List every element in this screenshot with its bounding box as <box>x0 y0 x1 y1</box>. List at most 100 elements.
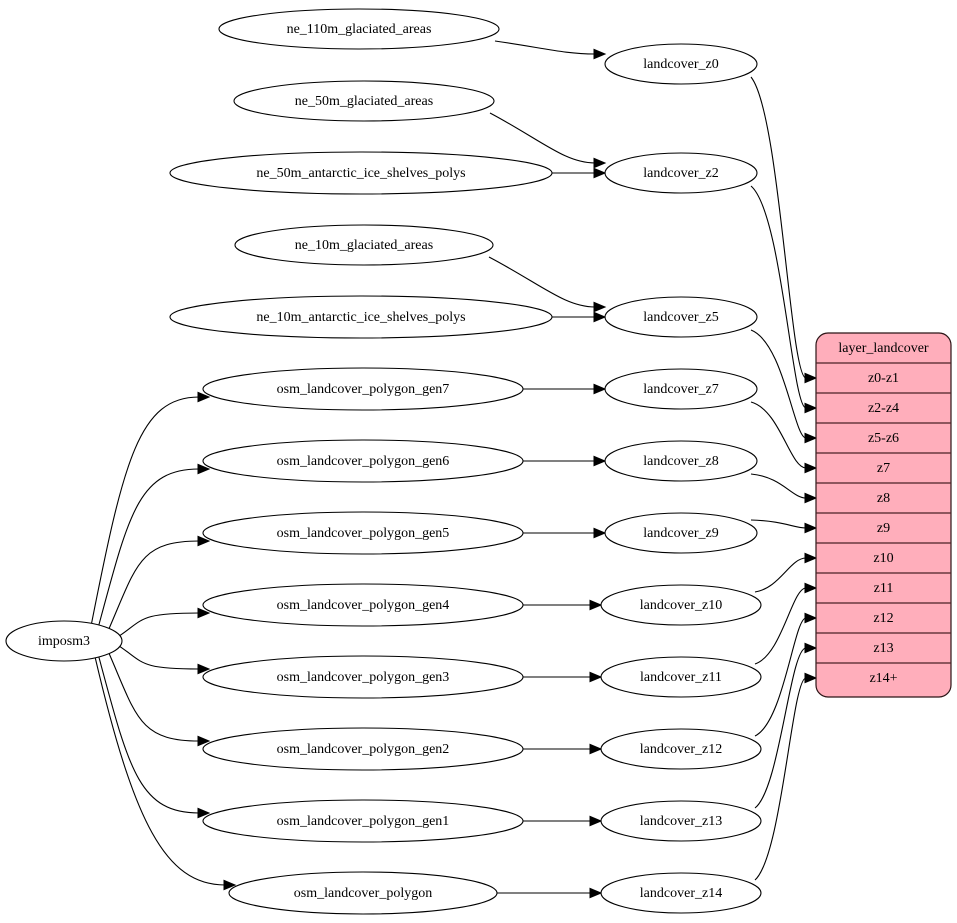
edge-landcover_z2-to-row-z2-z4-arrowhead <box>804 402 818 414</box>
edge-osm_landcover_polygon_gen5-to-landcover_z9-arrowhead <box>593 527 607 539</box>
edge-ne_50m_glaciated_areas-to-landcover_z2 <box>489 112 596 164</box>
node-shape-landcover_z10 <box>600 584 762 626</box>
edge-imposm3-to-osm_landcover_polygon <box>94 657 226 886</box>
edge-landcover_z5-to-row-z5-z6 <box>750 329 807 439</box>
node-shape-landcover_z13 <box>600 800 762 842</box>
node-shape-landcover_z12 <box>600 728 762 770</box>
node-osm_landcover_polygon[interactable]: osm_landcover_polygon <box>228 871 498 915</box>
edge-landcover_z7-to-row-z7-arrowhead <box>804 462 818 474</box>
node-osm_landcover_polygon_gen3[interactable]: osm_landcover_polygon_gen3 <box>202 655 524 699</box>
node-label-landcover_z5: landcover_z5 <box>643 310 718 325</box>
layer-table-cell-label-z9: z9 <box>877 521 890 536</box>
edge-landcover_z13-to-row-z13-arrowhead <box>804 642 818 654</box>
edge-landcover_z2-to-row-z2-z4 <box>750 185 807 409</box>
node-landcover_z11[interactable]: landcover_z11 <box>600 656 762 698</box>
node-label-osm_landcover_polygon_gen7: osm_landcover_polygon_gen7 <box>277 382 450 397</box>
node-shape-ne_10m_glaciated_areas <box>234 224 494 266</box>
edge-ne_110m_glaciated_areas-to-landcover_z0 <box>494 40 596 55</box>
node-shape-landcover_z11 <box>600 656 762 698</box>
edge-osm_landcover_polygon_gen7-to-landcover_z7-arrowhead <box>593 383 607 395</box>
node-ne_50m_glaciated_areas[interactable]: ne_50m_glaciated_areas <box>233 80 495 122</box>
node-shape-landcover_z7 <box>604 368 758 410</box>
layer-table-cell-label-z7: z7 <box>877 461 890 476</box>
edge-imposm3-to-osm_landcover_polygon_gen6-arrowhead <box>197 463 211 475</box>
node-shape-osm_landcover_polygon_gen1 <box>202 799 524 843</box>
node-shape-imposm3 <box>5 620 123 662</box>
nodes-layer: ne_110m_glaciated_areas ne_50m_glaciated_… <box>5 8 762 915</box>
layer-table-cell-label-z2-z4: z2-z4 <box>868 401 899 416</box>
node-shape-ne_50m_glaciated_areas <box>233 80 495 122</box>
node-shape-ne_110m_glaciated_areas <box>218 8 500 50</box>
node-ne_50m_antarctic_ice_shelves_polys[interactable]: ne_50m_antarctic_ice_shelves_polys <box>169 151 553 195</box>
edge-ne_50m_glaciated_areas-to-landcover_z2-arrowhead <box>593 157 607 169</box>
node-shape-ne_10m_antarctic_ice_shelves_polys <box>169 295 553 339</box>
edge-imposm3-to-osm_landcover_polygon-arrowhead <box>223 879 237 891</box>
node-landcover_z5[interactable]: landcover_z5 <box>604 296 758 338</box>
node-label-landcover_z7: landcover_z7 <box>643 382 718 397</box>
edge-landcover_z14-to-row-z14+-arrowhead <box>804 672 818 684</box>
edge-landcover_z12-to-row-z12 <box>754 617 807 737</box>
node-shape-osm_landcover_polygon_gen5 <box>202 511 524 555</box>
node-ne_10m_antarctic_ice_shelves_polys[interactable]: ne_10m_antarctic_ice_shelves_polys <box>169 295 553 339</box>
node-imposm3[interactable]: imposm3 <box>5 620 123 662</box>
node-osm_landcover_polygon_gen4[interactable]: osm_landcover_polygon_gen4 <box>202 583 524 627</box>
node-landcover_z10[interactable]: landcover_z10 <box>600 584 762 626</box>
node-shape-landcover_z0 <box>604 43 758 85</box>
node-label-landcover_z0: landcover_z0 <box>643 57 718 72</box>
layer-table-header-label: layer_landcover <box>838 341 929 356</box>
edge-osm_landcover_polygon_gen1-to-landcover_z13-arrowhead <box>589 815 603 827</box>
node-label-ne_50m_antarctic_ice_shelves_polys: ne_50m_antarctic_ice_shelves_polys <box>256 166 465 181</box>
node-label-ne_110m_glaciated_areas: ne_110m_glaciated_areas <box>287 22 432 37</box>
node-shape-landcover_z5 <box>604 296 758 338</box>
edge-landcover_z7-to-row-z7 <box>750 401 807 469</box>
node-landcover_z9[interactable]: landcover_z9 <box>604 512 758 554</box>
node-ne_10m_glaciated_areas[interactable]: ne_10m_glaciated_areas <box>234 224 494 266</box>
node-label-landcover_z10: landcover_z10 <box>640 598 722 613</box>
edge-imposm3-to-osm_landcover_polygon_gen3-arrowhead <box>197 663 211 675</box>
node-shape-osm_landcover_polygon <box>228 871 498 915</box>
node-landcover_z2[interactable]: landcover_z2 <box>604 152 758 194</box>
node-shape-landcover_z9 <box>604 512 758 554</box>
edge-ne_10m_glaciated_areas-to-landcover_z5-arrowhead <box>593 301 607 313</box>
layer-table-cell-label-z12: z12 <box>873 611 893 626</box>
node-osm_landcover_polygon_gen7[interactable]: osm_landcover_polygon_gen7 <box>202 367 524 411</box>
edge-landcover_z5-to-row-z5-z6-arrowhead <box>804 432 818 444</box>
node-landcover_z8[interactable]: landcover_z8 <box>604 440 758 482</box>
edge-landcover_z0-to-row-z0-z1 <box>750 76 807 379</box>
node-label-osm_landcover_polygon_gen3: osm_landcover_polygon_gen3 <box>277 670 450 685</box>
edge-imposm3-to-osm_landcover_polygon_gen2 <box>108 652 200 742</box>
node-landcover_z14[interactable]: landcover_z14 <box>600 872 762 914</box>
edge-landcover_z11-to-row-z11-arrowhead <box>804 582 818 594</box>
edge-landcover_z10-to-row-z10-arrowhead <box>804 552 818 564</box>
node-osm_landcover_polygon_gen1[interactable]: osm_landcover_polygon_gen1 <box>202 799 524 843</box>
edge-landcover_z14-to-row-z14+ <box>754 677 807 881</box>
edge-landcover_z9-to-row-z9-arrowhead <box>804 522 818 534</box>
node-shape-landcover_z2 <box>604 152 758 194</box>
node-landcover_z12[interactable]: landcover_z12 <box>600 728 762 770</box>
node-label-ne_10m_antarctic_ice_shelves_polys: ne_10m_antarctic_ice_shelves_polys <box>256 310 465 325</box>
layer-table-cell-label-z5-z6: z5-z6 <box>868 431 899 446</box>
node-label-imposm3: imposm3 <box>38 634 90 649</box>
node-osm_landcover_polygon_gen6[interactable]: osm_landcover_polygon_gen6 <box>202 439 524 483</box>
edge-imposm3-to-osm_landcover_polygon_gen4 <box>118 612 200 637</box>
node-shape-osm_landcover_polygon_gen3 <box>202 655 524 699</box>
edge-imposm3-to-osm_landcover_polygon_gen3 <box>118 645 200 670</box>
node-landcover_z0[interactable]: landcover_z0 <box>604 43 758 85</box>
layer-landcover-table: layer_landcoverz0-z1z2-z4z5-z6z7z8z9z10z… <box>815 332 952 698</box>
node-ne_110m_glaciated_areas[interactable]: ne_110m_glaciated_areas <box>218 8 500 50</box>
node-label-osm_landcover_polygon_gen1: osm_landcover_polygon_gen1 <box>277 814 450 829</box>
node-osm_landcover_polygon_gen2[interactable]: osm_landcover_polygon_gen2 <box>202 727 524 771</box>
node-label-osm_landcover_polygon_gen2: osm_landcover_polygon_gen2 <box>277 742 450 757</box>
node-landcover_z7[interactable]: landcover_z7 <box>604 368 758 410</box>
edge-osm_landcover_polygon_gen2-to-landcover_z12-arrowhead <box>589 743 603 755</box>
node-shape-landcover_z14 <box>600 872 762 914</box>
node-shape-landcover_z8 <box>604 440 758 482</box>
node-osm_landcover_polygon_gen5[interactable]: osm_landcover_polygon_gen5 <box>202 511 524 555</box>
node-landcover_z13[interactable]: landcover_z13 <box>600 800 762 842</box>
edge-imposm3-to-osm_landcover_polygon_gen1-arrowhead <box>197 807 211 819</box>
layer-table-body <box>815 332 952 698</box>
edges-layer <box>90 40 818 899</box>
layer-table-cell-label-z13: z13 <box>873 641 893 656</box>
edge-landcover_z9-to-row-z9 <box>750 519 807 529</box>
edge-landcover_z12-to-row-z12-arrowhead <box>804 612 818 624</box>
